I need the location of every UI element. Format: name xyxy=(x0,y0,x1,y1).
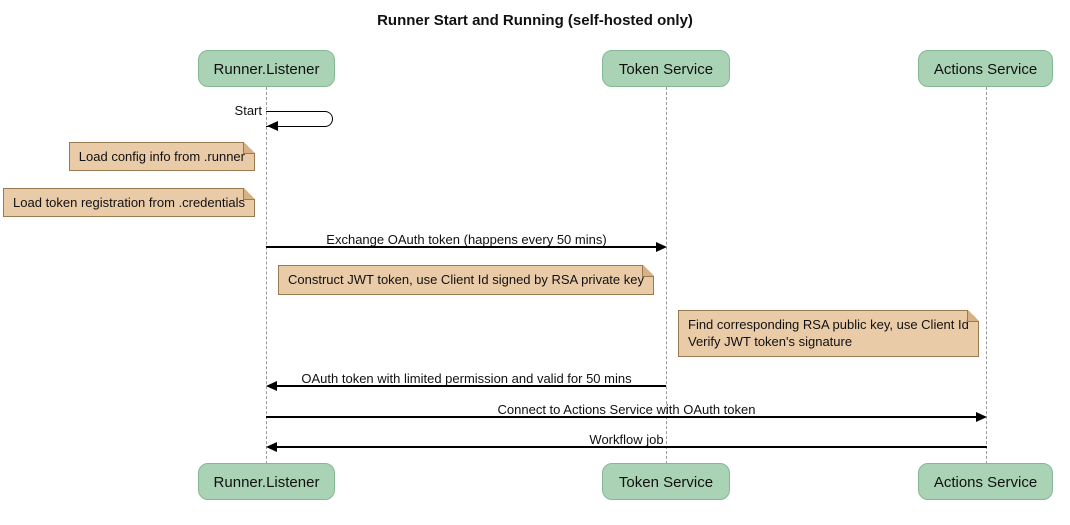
note-construct-jwt: Construct JWT token, use Client Id signe… xyxy=(278,265,654,295)
diagram-title: Runner Start and Running (self-hosted on… xyxy=(377,12,693,29)
note-verify-jwt: Find corresponding RSA public key, use C… xyxy=(678,310,979,357)
note-construct-jwt-text: Construct JWT token, use Client Id signe… xyxy=(288,272,644,287)
message-connect-line xyxy=(266,416,978,418)
message-start-loop xyxy=(266,111,333,127)
note-verify-jwt-line2: Verify JWT token's signature xyxy=(688,334,853,349)
note-load-config-text: Load config info from .runner xyxy=(78,149,245,164)
note-fold-icon xyxy=(243,142,255,154)
participant-runner-listener-bottom: Runner.Listener xyxy=(198,463,335,500)
message-start-label: Start xyxy=(234,103,262,118)
note-load-token-registration-text: Load token registration from .credential… xyxy=(13,195,245,210)
arrowhead-workflow-icon xyxy=(266,442,277,452)
participant-token-service-top: Token Service xyxy=(602,50,730,87)
participant-token-service-bottom: Token Service xyxy=(602,463,730,500)
arrowhead-start-icon xyxy=(267,121,278,131)
participant-actions-service-top: Actions Service xyxy=(918,50,1053,87)
note-load-config: Load config info from .runner xyxy=(68,142,255,171)
note-load-token-registration: Load token registration from .credential… xyxy=(3,188,255,217)
message-exchange-line xyxy=(266,246,658,248)
message-connect-label: Connect to Actions Service with OAuth to… xyxy=(497,402,756,417)
message-workflow-line xyxy=(275,446,987,448)
note-fold-icon xyxy=(966,310,979,322)
arrowhead-exchange-icon xyxy=(656,242,667,252)
lifeline-token-service xyxy=(666,87,667,464)
message-workflow-label: Workflow job xyxy=(589,432,664,447)
arrowhead-oauth-return-icon xyxy=(266,381,277,391)
note-fold-icon xyxy=(243,188,255,200)
participant-actions-service-bottom: Actions Service xyxy=(918,463,1053,500)
lifeline-actions-service xyxy=(986,87,987,464)
lifeline-runner-listener xyxy=(266,87,267,464)
message-oauth-return-label: OAuth token with limited permission and … xyxy=(301,371,632,386)
message-exchange-label: Exchange OAuth token (happens every 50 m… xyxy=(326,232,607,247)
arrowhead-connect-icon xyxy=(976,412,987,422)
participant-runner-listener-top: Runner.Listener xyxy=(198,50,335,87)
note-verify-jwt-line1: Find corresponding RSA public key, use C… xyxy=(688,317,969,332)
message-oauth-return-line xyxy=(275,385,666,387)
note-fold-icon xyxy=(641,265,654,277)
